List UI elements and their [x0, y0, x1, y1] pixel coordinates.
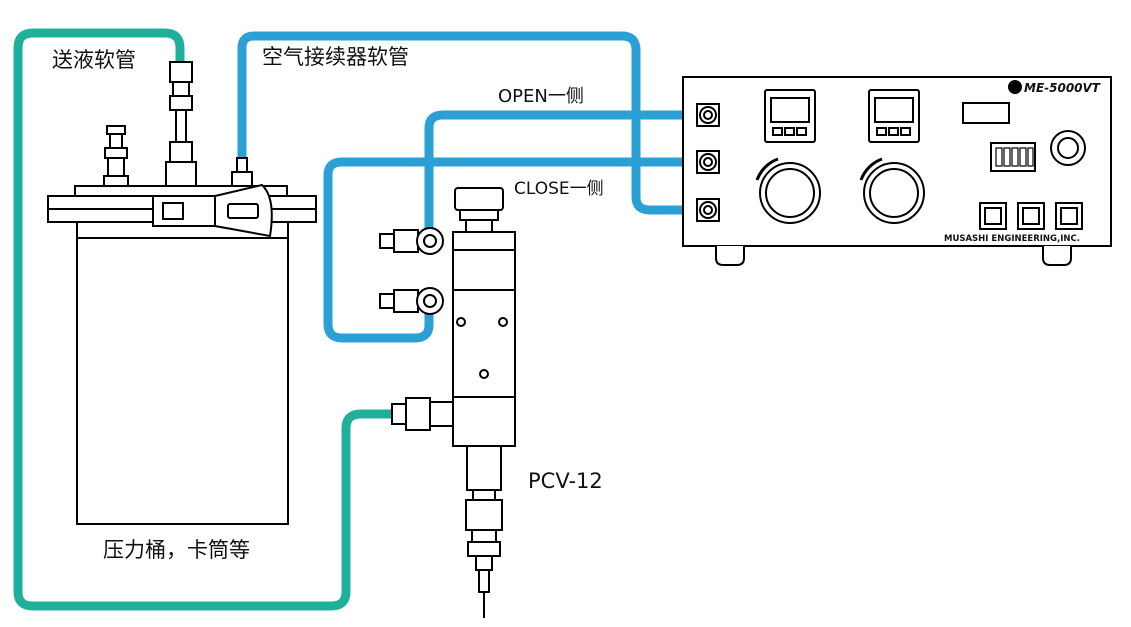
tank-body	[76, 221, 289, 525]
controller-brand-label: ME-5000VT	[1024, 81, 1101, 95]
display-1	[764, 89, 816, 143]
liquid-feed-hose	[13, 28, 397, 611]
valve-model-label: PCV-12	[528, 469, 603, 493]
close-side-label: CLOSE一侧	[514, 179, 604, 199]
controller-unit	[682, 76, 1112, 266]
tank-air-hose	[237, 31, 705, 215]
pressure-tank	[47, 61, 317, 525]
tank-label: 压力桶，卡筒等	[103, 538, 250, 562]
pcv-12-valve	[379, 187, 516, 618]
air-hose-label: 空气接续器软管	[262, 45, 409, 69]
liquid-hose-label: 送液软管	[52, 48, 136, 72]
valve-body	[452, 231, 516, 447]
air-hoses	[237, 31, 705, 343]
close-side-hose	[323, 157, 705, 343]
controller-ports	[696, 103, 720, 222]
open-side-hose	[424, 110, 705, 245]
display-2	[868, 89, 920, 143]
open-side-label: OPEN一侧	[498, 86, 584, 107]
controller-maker-label: MUSASHI ENGINEERING,INC.	[944, 234, 1080, 244]
brand-logo-icon	[1008, 80, 1022, 94]
